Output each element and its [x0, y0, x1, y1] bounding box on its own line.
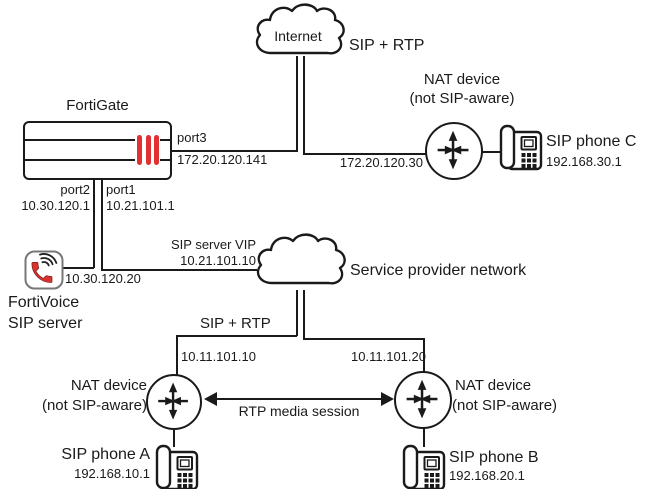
port3-label: port3	[177, 130, 207, 145]
nat-to-phone-c-line	[482, 151, 500, 153]
sip-phone-c-name: SIP phone C	[546, 133, 637, 150]
fortivoice-icon	[24, 250, 64, 290]
rtp-arrowhead-right-icon	[381, 392, 394, 406]
top-link-label: SIP + RTP	[349, 37, 425, 54]
fortigate-slot-line	[160, 159, 172, 161]
port2-label: port2	[60, 182, 90, 197]
sip-phone-a-ip: 192.168.10.1	[74, 466, 150, 481]
rtp-arrowhead-left-icon	[204, 392, 217, 406]
fortigate-title: FortiGate	[66, 97, 129, 114]
nat-device-right-icon	[394, 371, 452, 429]
nat-left-name-line1: NAT device	[70, 377, 147, 394]
fortigate-slot-line	[160, 139, 172, 141]
fortivoice-ip: 10.30.120.20	[65, 271, 141, 286]
rtp-session-label: RTP media session	[238, 403, 360, 419]
fortigate-red-bar-icon	[137, 135, 142, 165]
internet-cloud-icon	[255, 3, 345, 55]
port3-link-line	[172, 150, 298, 152]
fortivoice-name-line1: FortiVoice	[8, 294, 80, 311]
sip-phone-c-ip: 192.168.30.1	[546, 154, 622, 169]
fortivoice-name-line2: SIP server	[8, 315, 83, 332]
sip-server-vip-label: SIP server VIP	[170, 237, 256, 252]
branch-left-hline	[176, 335, 297, 337]
internet-cloud-label: Internet	[274, 28, 322, 44]
port2-ip: 10.30.120.1	[21, 198, 90, 213]
nat-device-top-icon	[425, 122, 483, 180]
sip-phone-a-name: SIP phone A	[61, 446, 150, 463]
nat-left-name-line2: (not SIP-aware)	[41, 397, 147, 414]
nat-device-left-icon	[146, 374, 202, 430]
nat-top-link-line	[303, 153, 427, 155]
port1-to-provider-line	[101, 269, 257, 271]
nat-left-ip: 10.11.101.10	[181, 349, 256, 364]
port1-ip: 10.21.101.1	[106, 198, 175, 213]
fortigate-device-icon	[23, 121, 172, 180]
fortigate-slot-line	[25, 139, 135, 141]
provider-link-label: SIP + RTP	[200, 315, 271, 332]
port1-label: port1	[106, 182, 136, 197]
provider-cloud-icon	[256, 233, 346, 285]
sip-phone-b-icon	[402, 444, 446, 489]
sip-server-vip-ip: 10.21.101.10	[180, 253, 256, 268]
provider-drop-left-line	[296, 290, 298, 336]
fortigate-red-bar-icon	[145, 135, 151, 165]
internet-to-nat-line	[303, 56, 305, 154]
nat-right-name-line1: NAT device	[455, 377, 532, 394]
sip-phone-b-ip: 192.168.20.1	[449, 468, 525, 483]
nat-top-name-line2: (not SIP-aware)	[409, 90, 515, 107]
sip-phone-a-icon	[155, 444, 199, 489]
fortigate-slot-line	[25, 159, 135, 161]
provider-drop-right-line	[303, 290, 305, 339]
nat-right-ip: 10.11.101.20	[351, 349, 426, 364]
port3-ip: 172.20.120.141	[177, 152, 268, 167]
rtp-session-line	[213, 398, 385, 400]
port2-line	[93, 179, 95, 268]
nat-to-phone-a-line	[173, 428, 175, 447]
nat-top-wan-ip: 172.20.120.30	[339, 155, 423, 170]
port1-line	[101, 179, 103, 270]
internet-to-fortigate-line	[296, 56, 298, 151]
branch-right-vline	[423, 338, 425, 372]
nat-top-name-line1: NAT device	[423, 71, 501, 88]
provider-cloud-label: Service provider network	[350, 262, 527, 279]
fortigate-red-bar-icon	[154, 135, 159, 165]
port2-to-fortivoice-line	[63, 267, 94, 269]
branch-right-hline	[303, 338, 424, 340]
nat-right-name-line2: (not SIP-aware)	[452, 397, 558, 414]
nat-to-phone-b-line	[423, 427, 425, 447]
branch-left-vline	[176, 335, 178, 375]
sip-phone-c-icon	[499, 124, 543, 171]
sip-phone-b-name: SIP phone B	[449, 449, 539, 466]
